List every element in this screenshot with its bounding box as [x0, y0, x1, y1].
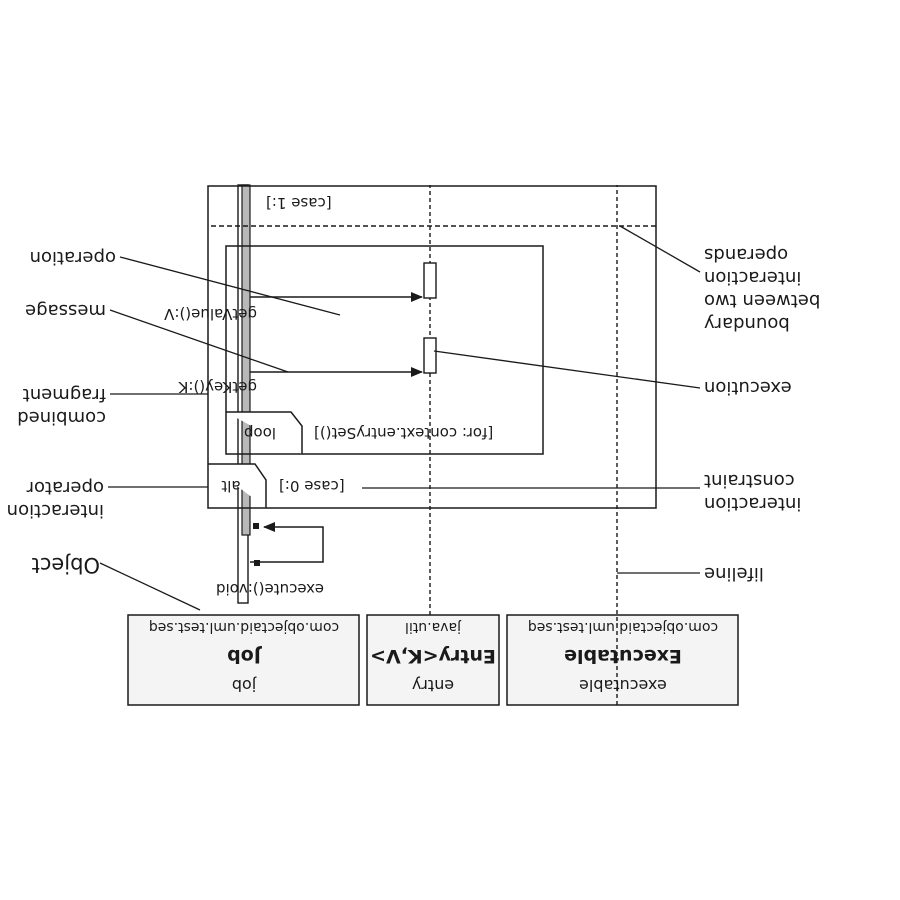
annotation-operation: operation — [30, 247, 116, 268]
annotation-interaction-constraint-1: interaction — [704, 493, 801, 514]
callout-lifeline: lifeline — [617, 563, 764, 584]
activation-job-nested — [241, 184, 251, 536]
callout-combined-fragment: combined fragment — [17, 384, 208, 428]
fragment-guard-loop: [for: context.entrySet()] — [314, 424, 493, 442]
fragment-guard-case0: [case 0:] — [279, 477, 345, 495]
object-class-label: Executable — [564, 645, 682, 667]
object-package-label: com.objectaid.uml.test.seq — [528, 619, 718, 635]
object-box-executable: executable Executable com.objectaid.uml.… — [506, 614, 739, 706]
annotation-boundary-2: between two — [704, 290, 820, 311]
callout-operands-boundary: boundary between two interaction operand… — [619, 225, 820, 334]
annotation-boundary-3: interaction — [704, 267, 801, 288]
fragment-loop: loop [for: context.entrySet()] — [225, 245, 544, 455]
annotation-lifeline: lifeline — [704, 563, 764, 584]
object-box-job: job Job com.objectaid.uml.test.seq — [127, 614, 360, 706]
fragment-guard-case1: [case 1:] — [266, 194, 332, 212]
object-class-label: Entry<K,V> — [370, 645, 496, 667]
activation-entry-getkey — [423, 337, 437, 374]
annotation-combined-fragment-1: combined — [17, 407, 106, 428]
annotation-message: message — [25, 300, 106, 321]
annotation-boundary-4: operands — [704, 244, 788, 265]
callout-message: message — [25, 300, 289, 373]
object-class-label: Job — [227, 645, 263, 667]
annotation-combined-fragment-2: fragment — [23, 384, 106, 405]
annotation-interaction-operator-2: operator — [26, 477, 104, 498]
annotation-interaction-operator-1: interaction — [7, 500, 104, 521]
callout-interaction-constraint: interaction constraint — [362, 470, 801, 514]
message-label-get-key: getKey():K — [177, 378, 257, 396]
message-label-get-value: getValue():V — [163, 305, 257, 323]
fragment-operator-alt: alt — [221, 477, 240, 495]
object-package-label: com.objectaid.uml.test.seq — [149, 619, 339, 635]
activation-entry-getvalue — [423, 262, 437, 299]
object-package-label: java.util — [405, 619, 462, 635]
annotation-object: Object — [32, 553, 100, 577]
fragment-operator-loop: loop — [244, 424, 276, 442]
message-get-value: getValue():V — [163, 292, 423, 323]
callout-operation: operation — [30, 247, 341, 316]
message-self-call: execute():void — [216, 522, 324, 598]
callout-object: Object — [32, 553, 201, 611]
object-instance-label: job — [232, 676, 257, 695]
fragment-alt: alt [case 0:] [case 1:] — [207, 185, 657, 509]
object-instance-label: executable — [579, 676, 667, 695]
message-get-key: getKey():K — [177, 367, 423, 396]
message-label-self-call: execute():void — [216, 580, 324, 598]
annotation-interaction-constraint-2: constraint — [704, 470, 795, 491]
object-box-entry: entry Entry<K,V> java.util — [366, 614, 500, 706]
object-instance-label: entry — [412, 676, 454, 695]
callout-execution: execution — [433, 350, 792, 398]
callout-interaction-operator: interaction operator — [7, 477, 208, 521]
annotation-execution: execution — [704, 377, 792, 398]
annotation-boundary-1: boundary — [704, 313, 790, 334]
